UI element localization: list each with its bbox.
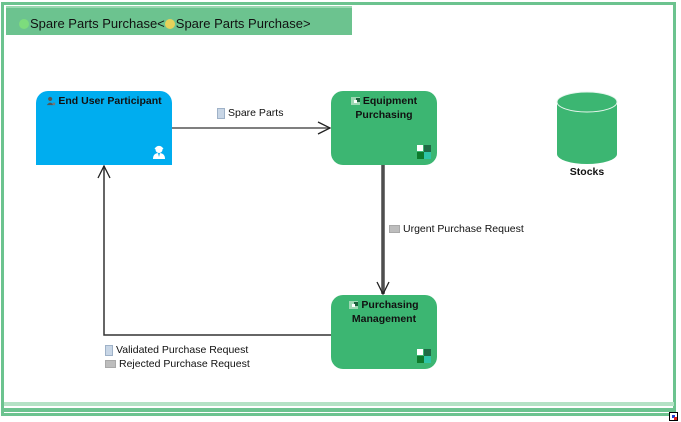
puzzle-icon [417,145,431,159]
user-icon [153,145,165,159]
globe-icon [19,18,29,29]
edge-spare-parts[interactable] [172,121,332,135]
management-label-line2: Management [351,313,417,325]
document-icon [217,107,225,119]
process-icon [350,97,360,105]
document-icon [105,344,113,356]
process-equipment-purchasing[interactable]: Equipment Purchasing [331,91,437,165]
equipment-label-line1: Equipment [362,95,418,107]
participant-icon [47,96,56,106]
resize-handle[interactable] [669,412,678,421]
management-label-line1: Purchasing [361,299,419,311]
equipment-label-line2: Purchasing [355,109,413,121]
participant-end-user[interactable]: End User Participant [36,91,172,165]
diagram-title-bar[interactable]: Spare Parts Purchase< Spare Parts Purcha… [6,6,352,35]
diagram-title: Spare Parts Purchase< [30,16,165,31]
globe-icon [164,18,175,29]
edge-label-urgent-purchase-request[interactable]: Urgent Purchase Request [389,223,524,235]
diagram-title-suffix: Spare Parts Purchase> [175,16,311,31]
edge-label-text: Spare Parts [228,107,284,119]
diagram-frame [1,2,676,416]
datastore-stocks[interactable] [555,90,619,166]
edge-label-text: Rejected Purchase Request [119,358,250,370]
edge-label-validated-purchase-request[interactable]: Validated Purchase Request [105,344,248,356]
edge-label-text: Urgent Purchase Request [403,223,524,235]
process-icon [349,301,359,309]
participant-label: End User Participant [58,95,162,107]
edge-label-rejected-purchase-request[interactable]: Rejected Purchase Request [105,358,250,370]
message-icon [105,360,116,368]
process-purchasing-management[interactable]: Purchasing Management [331,295,437,369]
datastore-label: Stocks [569,166,605,178]
edge-urgent-purchase-request[interactable] [376,165,390,296]
message-icon [389,225,400,233]
frame-bottom-bar [4,408,674,412]
horizontal-scroll-track[interactable] [4,402,674,406]
edge-label-spare-parts[interactable]: Spare Parts [217,107,283,119]
edge-label-text: Validated Purchase Request [116,344,249,356]
puzzle-icon [417,349,431,363]
edge-validated-rejected[interactable] [97,164,331,336]
